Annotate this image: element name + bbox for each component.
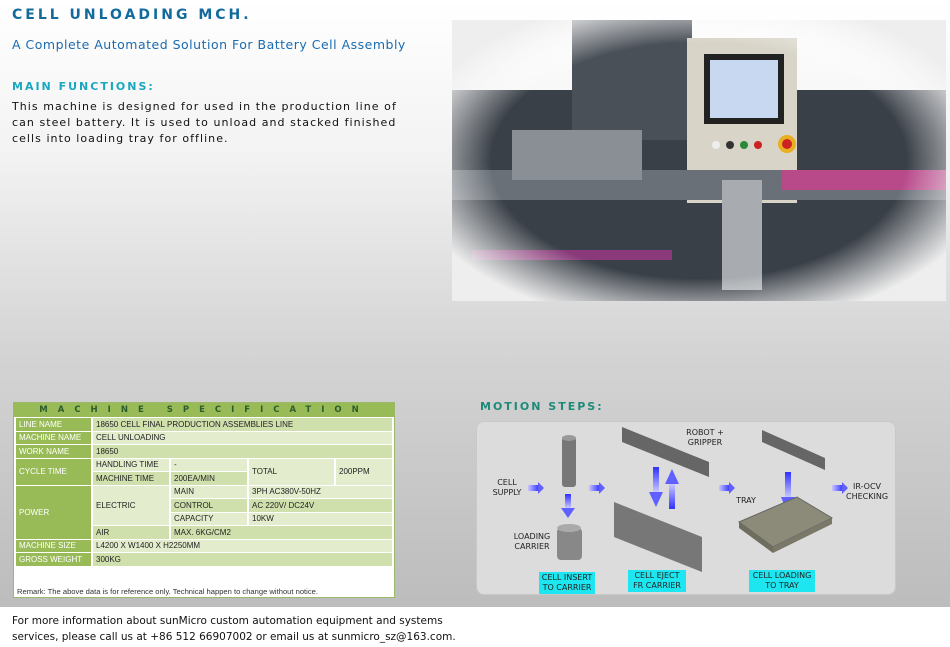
motion-steps-diagram: CELL SUPPLY LOADING CARRIER ROBOT + GRIP…	[476, 421, 896, 595]
spec-value: 200EA/MIN	[171, 472, 247, 485]
step-cell-eject: CELL EJECT FR CARRIER	[628, 570, 686, 592]
footer-line-1: For more information about sunMicro cust…	[12, 615, 443, 627]
loading-carrier-shape	[557, 524, 582, 560]
spec-title: MACHINE SPECIFICATION	[14, 403, 394, 417]
motion-steps-heading: MOTION STEPS:	[480, 400, 604, 413]
main-functions-text: This machine is designed for used in the…	[12, 100, 397, 145]
spec-sublabel: MACHINE TIME	[93, 472, 169, 485]
robot-gripper-label: ROBOT + GRIPPER	[686, 428, 724, 447]
spec-sublabel: TOTAL	[249, 458, 334, 485]
spec-value: 300KG	[93, 553, 392, 566]
tray-shape	[738, 496, 834, 553]
spec-label: MACHINE SIZE	[16, 539, 91, 552]
right-arrow-icon	[832, 482, 848, 494]
spec-label: WORK NAME	[16, 445, 91, 458]
motion-diagram-graphics	[528, 427, 848, 572]
loading-carrier-label: LOADING CARRIER	[513, 532, 551, 551]
spec-sublabel: AIR	[93, 526, 169, 539]
spec-value: CELL UNLOADING	[93, 431, 392, 444]
right-arrow-icon	[589, 482, 605, 494]
spec-value: 200PPM	[336, 458, 392, 485]
footer-line-2: services, please call us at +86 512 6690…	[12, 631, 456, 643]
spec-sublabel: MAIN	[171, 485, 247, 498]
spec-sublabel: HANDLING TIME	[93, 458, 169, 471]
spec-value: MAX. 6KG/CM2	[171, 526, 392, 539]
down-arrow-icon	[649, 467, 663, 507]
up-arrow-icon	[665, 469, 679, 509]
down-arrow-icon	[561, 494, 575, 518]
spec-label: GROSS WEIGHT	[16, 553, 91, 566]
tray-label: TRAY	[736, 496, 756, 505]
spec-label: POWER	[16, 485, 91, 539]
spec-label: CYCLE TIME	[16, 458, 91, 485]
spec-value: 18650 CELL FINAL PRODUCTION ASSEMBLIES L…	[93, 418, 392, 431]
spec-value: L4200 X W1400 X H2250MM	[93, 539, 392, 552]
spec-value: 10KW	[249, 512, 392, 525]
right-arrow-icon	[719, 482, 735, 494]
main-functions-heading: MAIN FUNCTIONS:	[12, 80, 155, 93]
spec-label: MACHINE NAME	[16, 431, 91, 444]
carrier-row	[614, 502, 702, 572]
gripper-row	[762, 430, 825, 470]
page-subtitle: A Complete Automated Solution For Batter…	[12, 37, 406, 52]
gripper-row	[622, 427, 709, 477]
spec-remark: Remark: The above data is for reference …	[17, 587, 318, 596]
step-cell-loading: CELL LOADING TO TRAY	[749, 570, 815, 592]
spec-value: AC 220V/ DC24V	[249, 499, 392, 512]
spec-sublabel: CONTROL	[171, 499, 247, 512]
spec-sublabel: ELECTRIC	[93, 485, 169, 525]
spec-value: 3PH AC380V-50HZ	[249, 485, 392, 498]
cell-cylinder	[562, 435, 576, 487]
step-cell-insert: CELL INSERT TO CARRIER	[539, 572, 595, 594]
right-arrow-icon	[528, 482, 544, 494]
spec-value: 18650	[93, 445, 392, 458]
spec-label: LINE NAME	[16, 418, 91, 431]
footer-contact: For more information about sunMicro cust…	[12, 613, 456, 645]
machine-photo	[452, 20, 946, 301]
spec-value: -	[171, 458, 247, 471]
ir-ocv-checking-label: IR-OCV CHECKING	[845, 482, 889, 501]
spec-sublabel: CAPACITY	[171, 512, 247, 525]
page-title: CELL UNLOADING MCH.	[12, 7, 252, 23]
cell-supply-label: CELL SUPPLY	[492, 478, 522, 497]
